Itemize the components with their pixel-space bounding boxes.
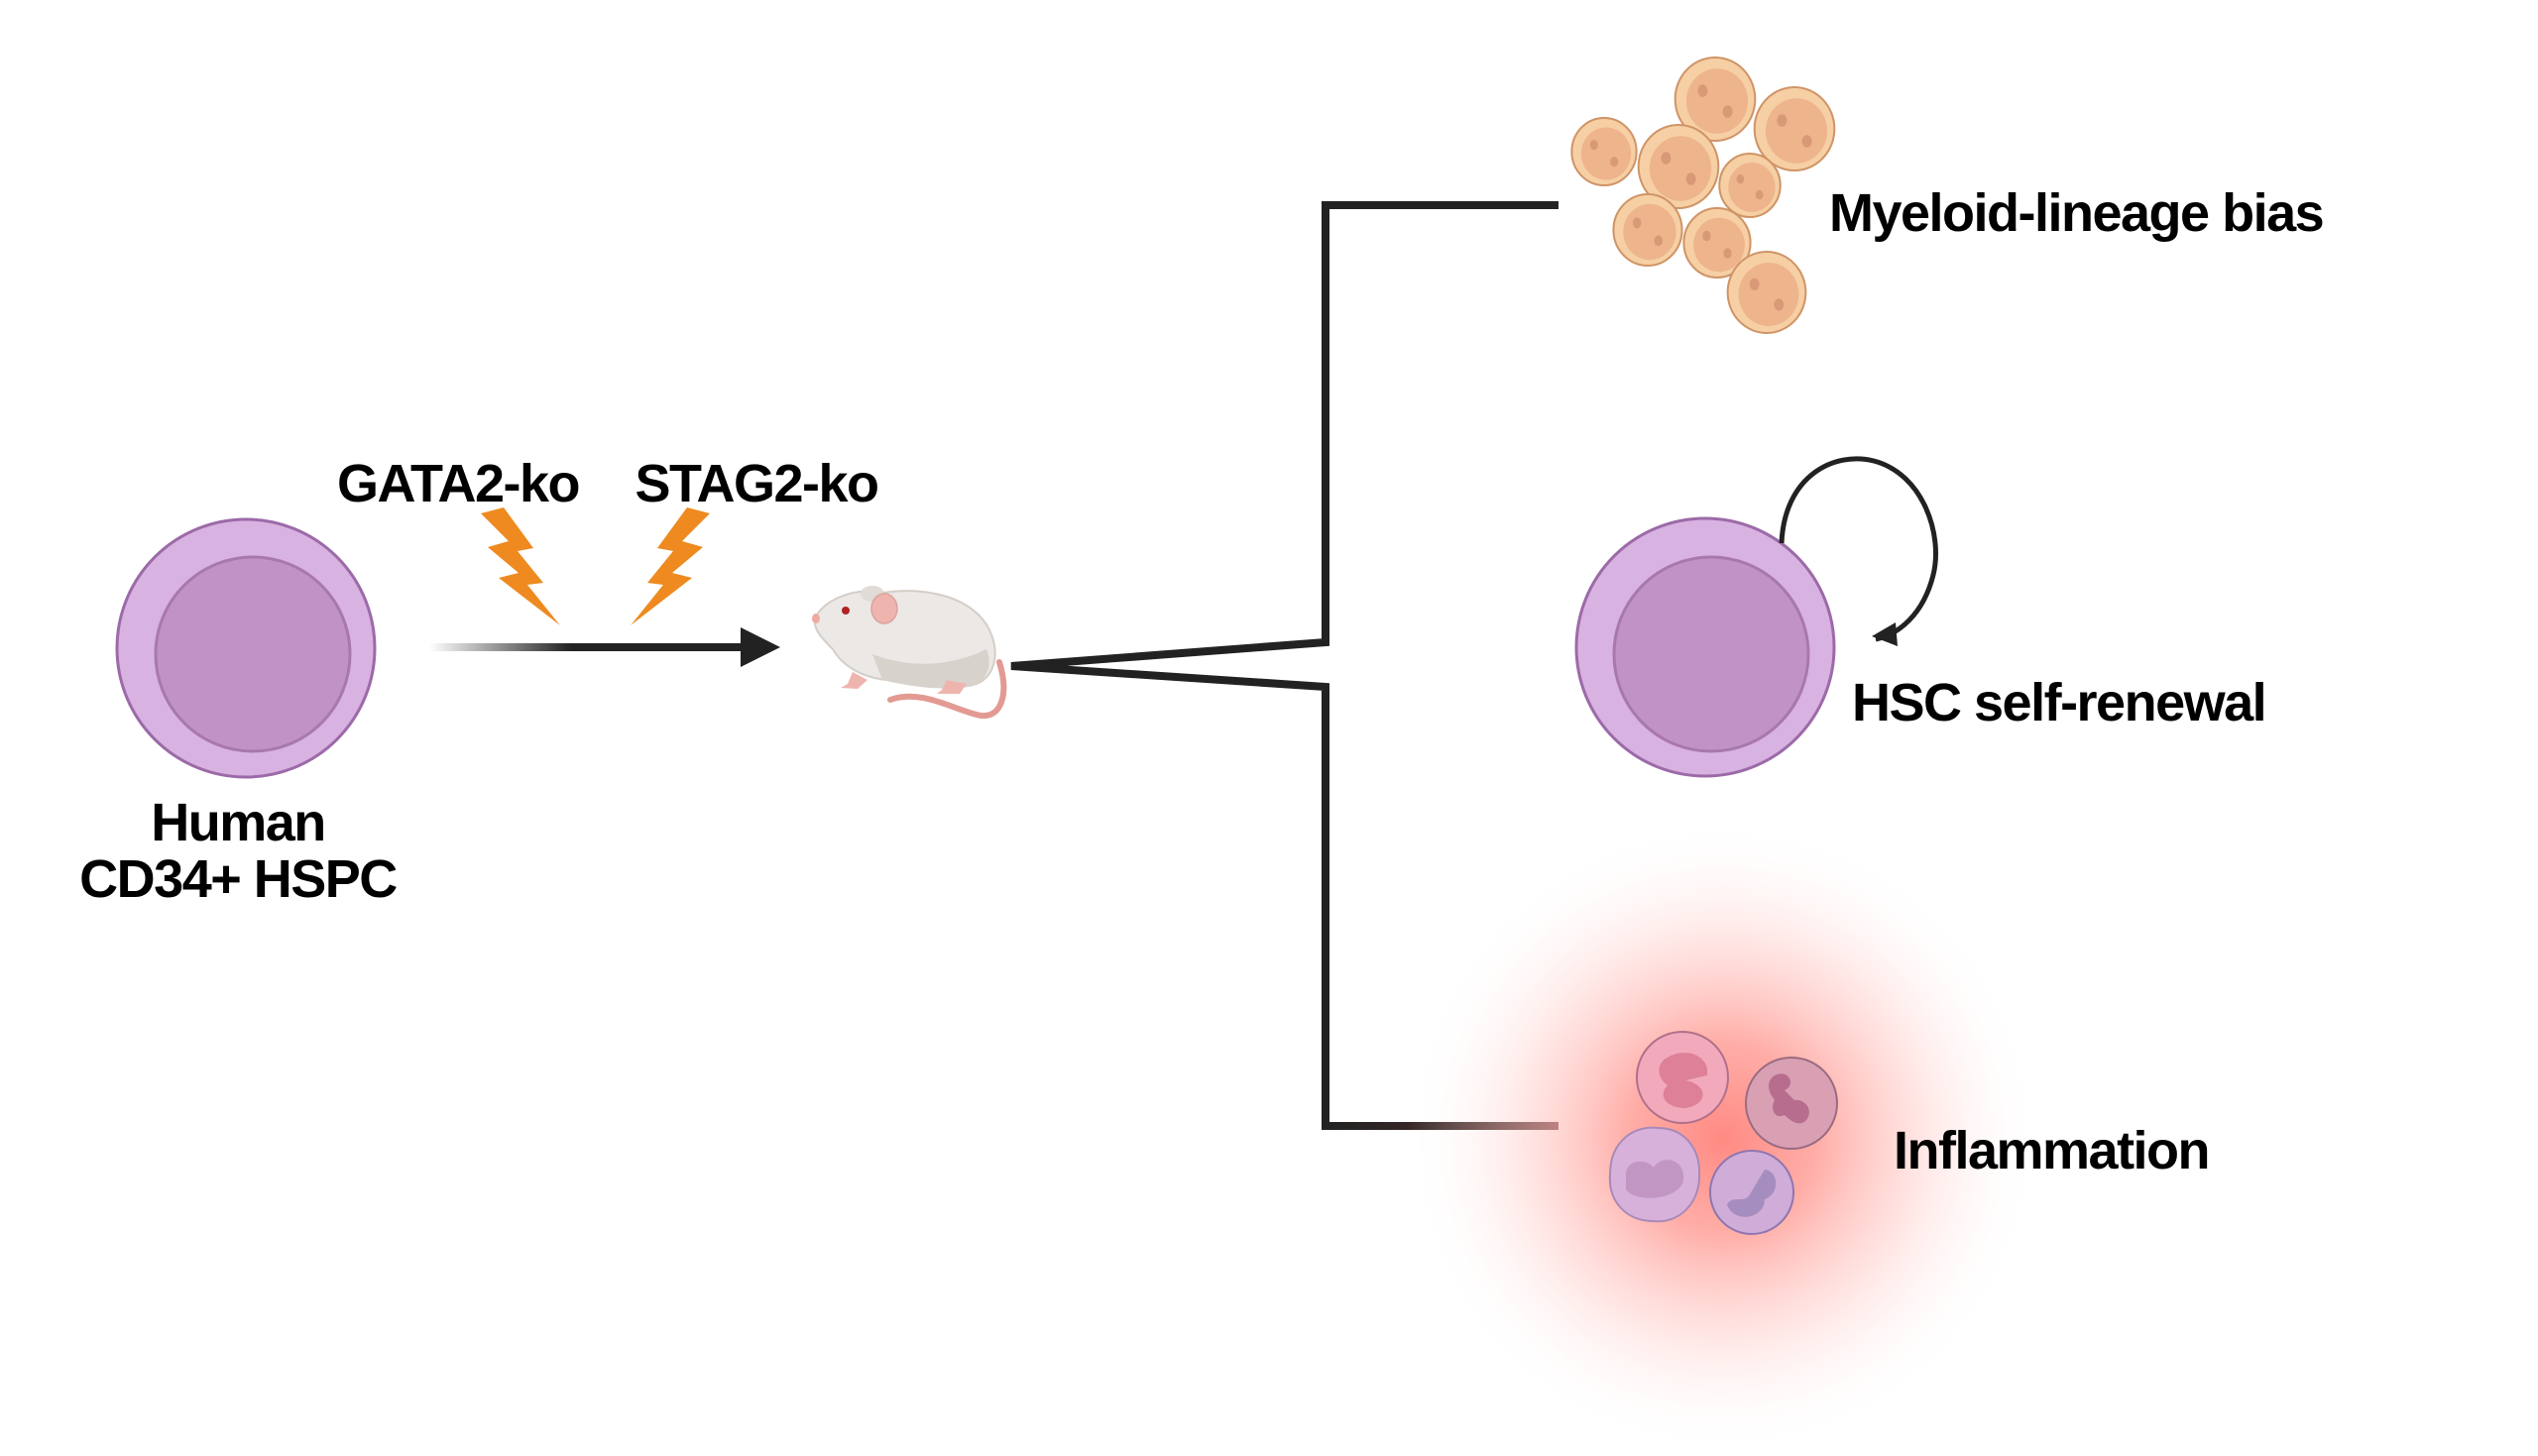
myeloid-cell-nucleus <box>1580 127 1632 180</box>
myeloid-cell-granule <box>1685 172 1696 185</box>
hsc-cell <box>1574 516 1836 778</box>
myeloid-cell-granule <box>1736 173 1745 184</box>
circular-arrow-icon <box>1779 456 1938 646</box>
transplant-arrow <box>429 627 780 667</box>
myeloid-cell-granule <box>1801 135 1812 148</box>
myeloid-cell-granule <box>1654 235 1664 247</box>
input-stem-cell <box>115 517 377 779</box>
myeloid-cell-nucleus <box>1685 68 1749 134</box>
outcome-label-self-renewal: HSC self-renewal <box>1852 673 2265 732</box>
myeloid-cell-nucleus <box>1738 263 1799 326</box>
stem-cell-nucleus <box>154 555 352 753</box>
myeloid-cell-nucleus <box>1649 136 1712 201</box>
myeloid-cell-nucleus <box>1728 163 1776 212</box>
myeloid-cell-granule <box>1697 84 1708 97</box>
myeloid-cell-granule <box>1749 278 1760 290</box>
input-cell-label-line2: CD34+ HSPC <box>79 849 397 909</box>
myeloid-cell-granule <box>1661 152 1672 165</box>
myeloid-cell-cluster-icon <box>1570 56 1836 334</box>
lightning-bolt-icon <box>481 507 560 625</box>
myeloid-cell-nucleus <box>1623 203 1676 261</box>
myeloid-cell-granule <box>1610 157 1619 168</box>
input-cell-label-line1: Human <box>151 793 325 852</box>
myeloid-cell-nucleus <box>1765 98 1828 164</box>
mouse-icon <box>812 586 1007 720</box>
stem-cell-nucleus <box>1612 555 1810 753</box>
perturbation-label-stag2: STAG2-ko <box>634 454 877 513</box>
myeloid-cell-granule <box>1589 140 1598 151</box>
outcome-label-myeloid: Myeloid-lineage bias <box>1829 183 2323 243</box>
immune-cells-icon <box>1608 1031 1838 1235</box>
myeloid-cell-granule <box>1755 189 1764 200</box>
perturbation-label-gata2: GATA2-ko <box>337 454 579 513</box>
myeloid-cell-granule <box>1632 217 1642 229</box>
arrow-head-icon <box>741 627 780 667</box>
myeloid-cell-granule <box>1702 230 1711 242</box>
myeloid-cell-granule <box>1723 248 1732 259</box>
inflammation-glow <box>1406 821 2040 1455</box>
outcome-label-inflammation: Inflammation <box>1894 1121 2209 1180</box>
myeloid-cell-granule <box>1774 298 1785 311</box>
myeloid-cell-granule <box>1777 114 1788 127</box>
myeloid-cell-granule <box>1722 105 1733 118</box>
myeloid-cell-nucleus <box>1693 217 1745 273</box>
lightning-bolt-icon <box>631 507 710 625</box>
